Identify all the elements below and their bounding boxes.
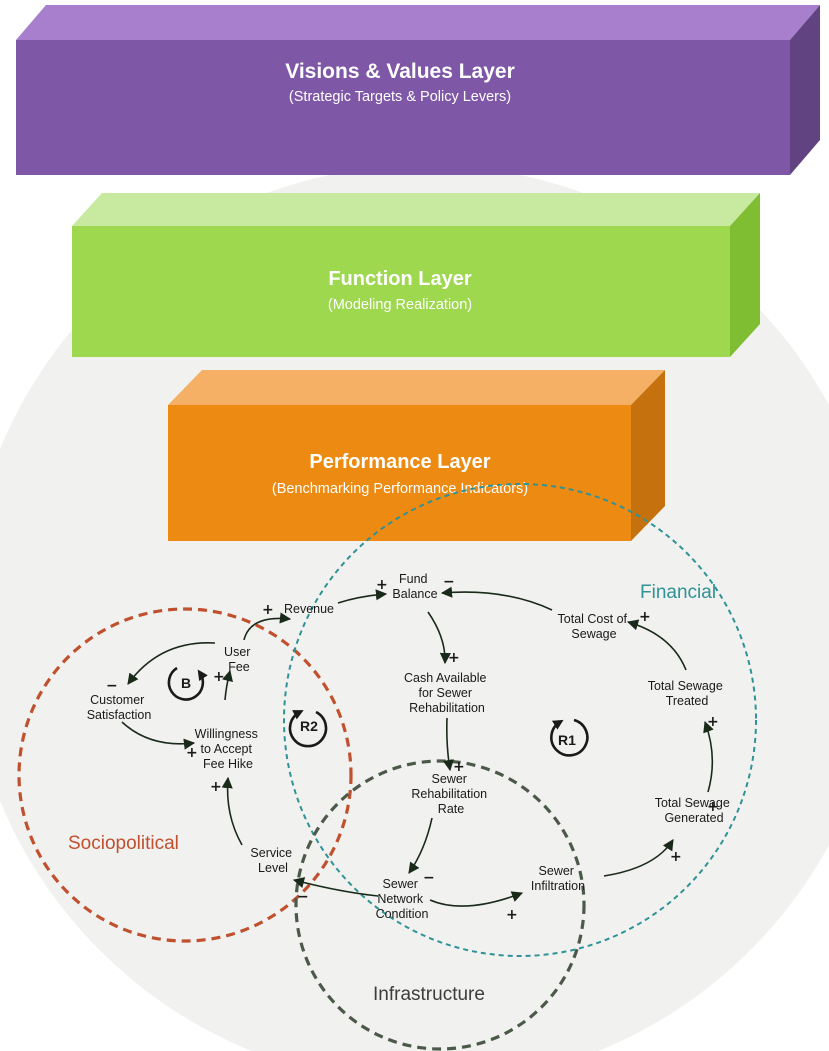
link-revenue-fund — [337, 589, 388, 604]
node-network-condition: Sewer Network Condition — [376, 877, 429, 921]
sign-satisfaction: − — [106, 678, 118, 694]
node-revenue: Revenue — [284, 602, 334, 616]
node-cash-available: Cash Available for Sewer Rehabilitation — [404, 671, 490, 715]
financial-label: Financial — [640, 582, 716, 603]
function-layer-front — [72, 226, 730, 357]
performance-layer-top — [168, 370, 665, 405]
node-total-sewage-treated: Total Sewage Treated — [648, 679, 727, 708]
visions-layer-top — [16, 5, 820, 40]
sign-service-willingness: + — [210, 779, 222, 795]
visions-layer-side — [790, 5, 820, 175]
sign-infiltration: + — [506, 907, 518, 923]
link-userfee-revenue — [243, 612, 292, 641]
link-satisfaction-willingness — [121, 721, 196, 750]
node-service-level: Service Level — [250, 846, 295, 875]
loop-r2-label: R2 — [300, 718, 318, 734]
node-user-fee: User Fee — [224, 645, 254, 674]
sign-fund-plus: + — [376, 577, 388, 593]
loop-r2: R2 — [288, 710, 328, 748]
sign-totalcost: + — [639, 609, 651, 625]
visions-layer: Visions & Values Layer (Strategic Target… — [16, 5, 820, 175]
causal-links — [121, 586, 714, 907]
link-infiltration-generated — [603, 839, 674, 877]
link-generated-treated — [703, 720, 714, 793]
visions-layer-title: Visions & Values Layer — [285, 60, 515, 83]
sign-rehab: + — [453, 759, 465, 775]
node-rehab-rate: Sewer Rehabilitation Rate — [411, 772, 490, 816]
performance-layer-side — [631, 370, 665, 541]
node-fund-balance: Fund Balance — [392, 572, 437, 601]
link-userfee-satisfaction — [127, 642, 216, 685]
loop-r1-label: R1 — [558, 732, 576, 748]
link-totalcost-fund — [440, 586, 553, 611]
link-network-infiltration — [429, 891, 524, 907]
loop-r2-arc — [288, 710, 328, 748]
link-fund-cash — [427, 611, 451, 665]
sign-treated: + — [707, 714, 719, 730]
visions-layer-subtitle: (Strategic Targets & Policy Levers) — [289, 89, 511, 105]
link-treated-totalcost — [626, 619, 687, 671]
node-customer-satisfaction: Customer Satisfaction — [87, 693, 152, 722]
function-layer-side — [730, 193, 760, 357]
link-willingness-userfee — [222, 669, 233, 701]
link-service-willingness — [221, 776, 243, 846]
infrastructure-circle — [294, 759, 586, 1051]
node-total-sewage-generated: Total Sewage Generated — [655, 796, 734, 825]
loop-b: B — [167, 666, 208, 701]
function-layer-top — [72, 193, 760, 226]
cld-nodes: Fund Balance Revenue Total Cost of Sewag… — [87, 572, 734, 921]
loop-r1: R1 — [550, 718, 589, 757]
performance-layer-front — [168, 405, 631, 541]
sociopolitical-label: Sociopolitical — [68, 833, 179, 854]
loop-b-arc — [167, 666, 208, 701]
infrastructure-label: Infrastructure — [373, 984, 485, 1005]
sign-fund-minus: − — [443, 574, 455, 590]
function-layer: Function Layer (Modeling Realization) — [72, 193, 760, 357]
function-layer-subtitle: (Modeling Realization) — [328, 297, 472, 313]
link-rehab-network — [408, 817, 433, 874]
performance-layer-title: Performance Layer — [309, 451, 490, 473]
sign-revenue: + — [262, 602, 274, 618]
sign-userfee: + — [213, 669, 225, 685]
performance-layer-subtitle: (Benchmarking Performance Indicators) — [272, 481, 528, 497]
sign-service-level: − — [297, 889, 309, 905]
node-willingness: Willingness to Accept Fee Hike — [195, 727, 262, 771]
function-layer-title: Function Layer — [328, 268, 472, 290]
sign-cash: + — [448, 650, 460, 666]
sign-network: − — [423, 870, 435, 886]
performance-layer: Performance Layer (Benchmarking Performa… — [168, 370, 665, 541]
sociopolitical-circle — [17, 607, 353, 943]
visions-layer-front — [16, 40, 790, 175]
link-cash-rehab — [442, 717, 454, 772]
node-total-cost: Total Cost of Sewage — [558, 612, 631, 641]
link-network-service — [292, 877, 379, 897]
financial-circle — [283, 483, 757, 957]
polarity-signs: + + − + + + − + + + + + + − − + — [106, 574, 719, 923]
sign-infiltration-out: + — [670, 849, 682, 865]
sign-willingness: + — [186, 745, 198, 761]
sign-generated: + — [707, 799, 719, 815]
loop-r1-arc — [550, 718, 589, 757]
node-sewer-infiltration: Sewer Infiltration — [531, 864, 585, 893]
loop-b-label: B — [181, 675, 191, 691]
